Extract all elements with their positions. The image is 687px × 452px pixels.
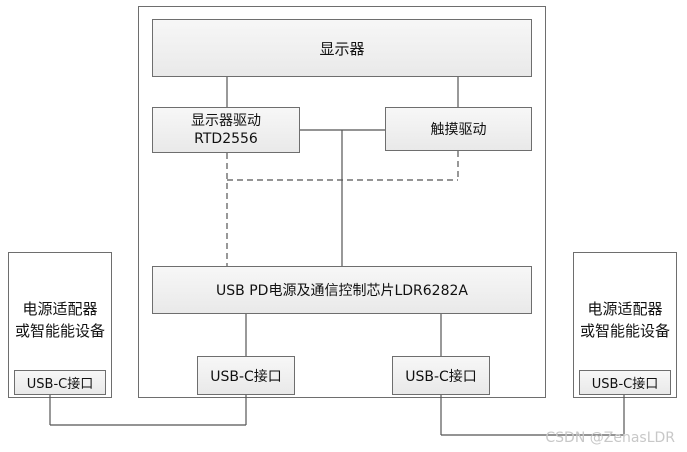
left-device-line2: 或智能能设备 — [14, 322, 105, 340]
display-driver-label: 显示器驱动 — [191, 113, 261, 129]
usb-c-port-right: USB-C接口 — [392, 356, 490, 395]
watermark: CSDN @ZenasLDR — [545, 430, 675, 446]
left-device-line1: 电源适配器 — [22, 300, 98, 318]
right-device-port-label: USB-C接口 — [591, 377, 659, 392]
touch-driver-label: 触摸驱动 — [430, 122, 487, 138]
usb-c-port-right-label: USB-C接口 — [405, 368, 477, 385]
right-device-label: 电源适配器 或智能能设备 — [573, 298, 677, 342]
touch-driver-box: 触摸驱动 — [385, 107, 532, 151]
right-device-usb-c-port: USB-C接口 — [579, 370, 671, 395]
display-label: 显示器 — [319, 39, 365, 58]
pd-chip-box: USB PD电源及通信控制芯片LDR6282A — [152, 266, 532, 314]
display-box: 显示器 — [152, 19, 532, 77]
usb-c-port-left-label: USB-C接口 — [210, 368, 282, 385]
display-driver-box: 显示器驱动 RTD2556 — [152, 107, 300, 153]
left-device-label: 电源适配器 或智能能设备 — [8, 298, 112, 342]
left-device-port-label: USB-C接口 — [26, 377, 94, 392]
right-device-line1: 电源适配器 — [587, 300, 663, 318]
display-driver-model: RTD2556 — [194, 131, 258, 147]
right-device-line2: 或智能能设备 — [579, 322, 670, 340]
left-device-usb-c-port: USB-C接口 — [14, 370, 106, 395]
pd-chip-label: USB PD电源及通信控制芯片LDR6282A — [216, 283, 468, 299]
usb-c-port-left: USB-C接口 — [197, 356, 295, 395]
